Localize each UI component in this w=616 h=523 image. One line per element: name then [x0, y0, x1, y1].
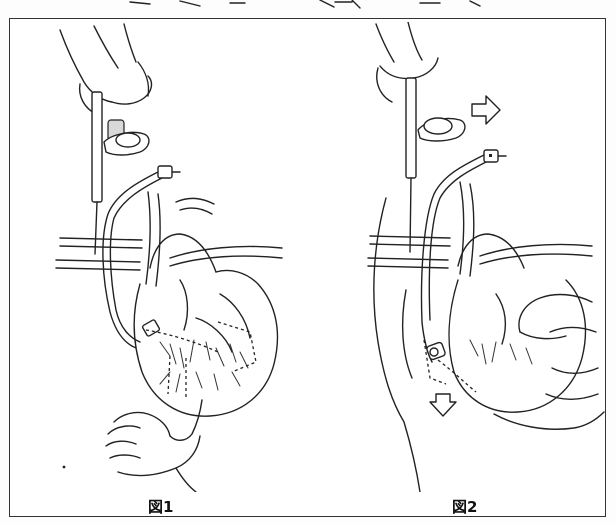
heart — [134, 234, 277, 416]
catheter-tube — [422, 150, 507, 362]
cropped-top-text — [120, 0, 500, 11]
right-hand — [494, 295, 604, 430]
dot-mark — [63, 466, 66, 469]
figure-2-caption: 図2 — [452, 496, 477, 517]
heart — [424, 234, 585, 412]
upper-hand — [60, 24, 151, 114]
syringe — [406, 78, 465, 252]
figure-1-caption: 図1 — [148, 496, 173, 517]
arm-outline — [374, 198, 420, 492]
catheter-tube — [103, 166, 180, 348]
pull-arrow-icon — [472, 96, 500, 124]
figure-2-illustration — [320, 22, 605, 492]
great-vessels — [56, 192, 282, 286]
great-vessels — [368, 182, 592, 276]
down-arrow-icon — [430, 394, 456, 416]
syringe — [92, 92, 149, 254]
figure-1-illustration — [20, 22, 300, 492]
